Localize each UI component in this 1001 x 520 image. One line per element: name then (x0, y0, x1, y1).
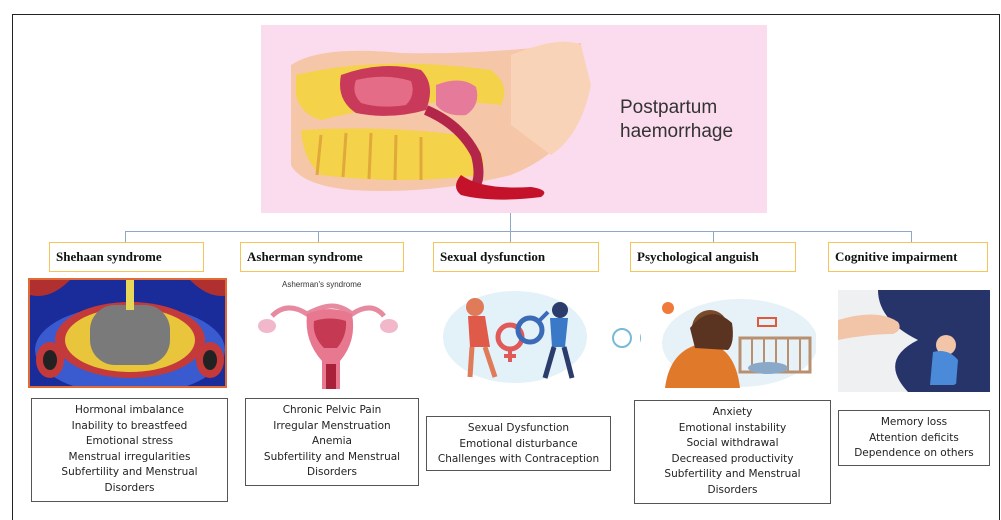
list-item: Menstrual irregularities (32, 450, 227, 466)
category-title-psychological-text: Psychological anguish (637, 249, 759, 264)
list-item: Dependence on others (839, 446, 989, 462)
list-item: Sexual Dysfunction (427, 421, 610, 437)
list-item: Attention deficits (839, 431, 989, 447)
list-item: Hormonal imbalance (32, 403, 227, 419)
distressed-mother-illustration (640, 288, 816, 388)
connector-stem (510, 213, 511, 231)
list-item: Disorders (246, 465, 418, 481)
header-title: Postpartum haemorrhage (620, 96, 780, 144)
couple-conflict-illustration (440, 282, 590, 386)
list-item: Chronic Pelvic Pain (246, 403, 418, 419)
list-item: Memory loss (839, 415, 989, 431)
title-line-2: haemorrhage (620, 120, 780, 144)
list-item: Disorders (635, 483, 830, 499)
list-asherman: Chronic Pelvic Pain Irregular Menstruati… (245, 398, 419, 486)
list-item: Subfertility and Menstrual (246, 450, 418, 466)
list-item: Decreased productivity (635, 452, 830, 468)
list-item: Emotional disturbance (427, 437, 610, 453)
list-item: Anemia (246, 434, 418, 450)
list-item: Anxiety (635, 405, 830, 421)
category-title-sheehan-text: Shehaan syndrome (56, 249, 162, 264)
connector-bar (125, 231, 911, 232)
category-title-sheehan: Shehaan syndrome (49, 242, 204, 272)
list-cognitive: Memory loss Attention deficits Dependenc… (838, 410, 990, 466)
connector-drop-5 (911, 231, 912, 242)
connector-drop-4 (713, 231, 714, 242)
clock-icon (612, 328, 632, 348)
list-sheehan: Hormonal imbalance Inability to breastfe… (31, 398, 228, 502)
lonely-person-illustration (838, 290, 990, 392)
mri-scan-image (28, 278, 227, 388)
list-item: Disorders (32, 481, 227, 497)
connector-drop-1 (125, 231, 126, 242)
category-title-asherman: Asherman syndrome (240, 242, 404, 272)
category-title-sexual-text: Sexual dysfunction (440, 249, 545, 264)
list-item: Subfertility and Menstrual (32, 465, 227, 481)
connector-drop-2 (318, 231, 319, 242)
connector-drop-3 (510, 231, 511, 242)
list-item: Emotional instability (635, 421, 830, 437)
list-item: Irregular Menstruation (246, 419, 418, 435)
list-item: Emotional stress (32, 434, 227, 450)
category-title-asherman-text: Asherman syndrome (247, 249, 363, 264)
category-title-sexual: Sexual dysfunction (433, 242, 599, 272)
category-title-cognitive-text: Cognitive impairment (835, 249, 957, 264)
list-sexual: Sexual Dysfunction Emotional disturbance… (426, 416, 611, 471)
category-title-psychological: Psychological anguish (630, 242, 796, 272)
list-item: Subfertility and Menstrual (635, 467, 830, 483)
list-item: Social withdrawal (635, 436, 830, 452)
list-psychological: Anxiety Emotional instability Social wit… (634, 400, 831, 504)
category-title-cognitive: Cognitive impairment (828, 242, 988, 272)
list-item: Challenges with Contraception (427, 452, 610, 468)
uterus-diagram: Asherman's syndrome (252, 276, 402, 392)
list-item: Inability to breastfeed (32, 419, 227, 435)
title-line-1: Postpartum (620, 96, 780, 120)
